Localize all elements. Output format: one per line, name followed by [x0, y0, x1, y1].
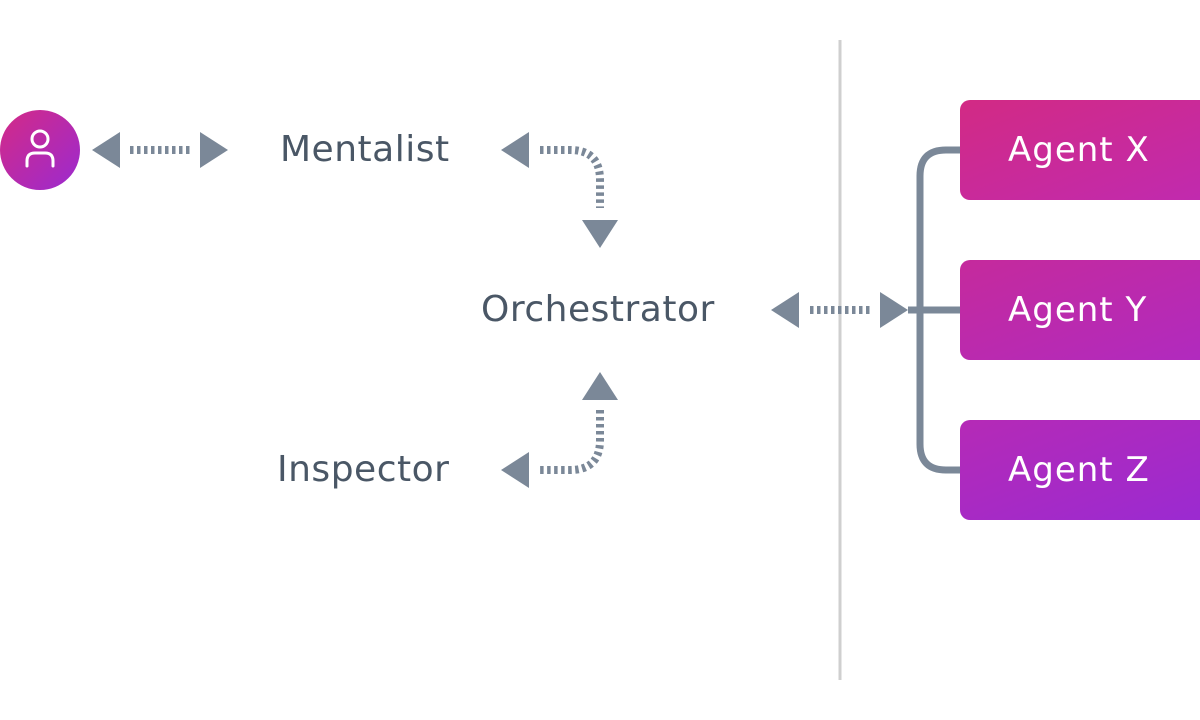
agent-z-box-bg — [960, 420, 1200, 520]
orchestrator-label: Orchestrator — [481, 289, 715, 330]
agent-x-box: Agent X — [960, 100, 1200, 200]
agent-y-label: Agent Y — [1008, 290, 1148, 330]
user-avatar-circle — [0, 110, 80, 190]
arrowhead-left — [771, 292, 799, 328]
inspector-label: Inspector — [277, 449, 450, 490]
agents-bracket — [908, 146, 960, 474]
dotted-curve — [540, 410, 604, 474]
agent-z-label: Agent Z — [1008, 450, 1150, 490]
agent-y-box-bg — [960, 260, 1200, 360]
mentalist-orchestrator-connector — [501, 132, 618, 248]
arrowhead-right — [880, 292, 908, 328]
dotted-curve — [540, 146, 604, 208]
orchestrator-agents-connector — [771, 292, 908, 328]
inspector-orchestrator-connector — [501, 372, 618, 488]
arrowhead-left — [92, 132, 120, 168]
agent-z-box: Agent Z — [960, 420, 1200, 520]
arrowhead-right — [200, 132, 228, 168]
arrowhead-left — [501, 132, 529, 168]
arrowhead-down — [582, 220, 618, 248]
agent-x-label: Agent X — [1008, 130, 1150, 170]
user-icon — [25, 129, 55, 168]
arrowhead-left — [501, 452, 529, 488]
agent-x-box-bg — [960, 100, 1200, 200]
user-mentalist-connector — [92, 132, 228, 168]
arrowhead-up — [582, 372, 618, 400]
agent-y-box: Agent Y — [960, 260, 1200, 360]
mentalist-label: Mentalist — [280, 129, 450, 170]
